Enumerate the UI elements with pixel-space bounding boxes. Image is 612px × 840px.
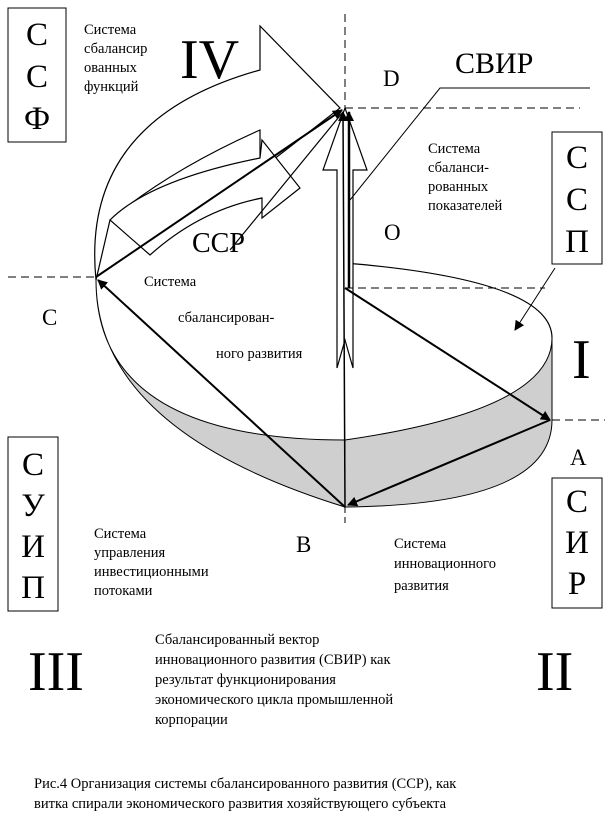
point-o: O <box>384 220 401 245</box>
box-suip-letter-3: И <box>21 529 45 565</box>
ssf-desc-3: ованных <box>84 60 138 76</box>
box-sir-letter-1: С <box>566 484 588 520</box>
ssp-desc-3: рованных <box>428 179 489 195</box>
ssf-desc-2: сбалансир <box>84 41 147 57</box>
suip-desc-2: управления <box>94 545 166 561</box>
vector-b-c <box>97 279 346 508</box>
point-b: B <box>296 532 311 557</box>
vector-desc-2: инновационного развития (СВИР) как <box>155 652 391 668</box>
ssp-desc-2: сбаланси- <box>428 160 489 176</box>
vector-diag-d <box>229 111 344 251</box>
suip-desc-1: Система <box>94 526 147 542</box>
ssp-desc-1: Система <box>428 141 481 157</box>
point-d: D <box>383 66 400 91</box>
vector-desc-3: результат функционирования <box>155 672 336 688</box>
box-sir-letter-3: Р <box>568 566 586 602</box>
box-ssp-letter-3: П <box>565 224 589 260</box>
sir-desc-2: инновационного <box>394 556 496 572</box>
vector-desc-1: Сбалансированный вектор <box>155 632 319 648</box>
caption-line-2: витка спирали экономического развития хо… <box>34 796 447 812</box>
box-suip-letter-2: У <box>21 488 45 524</box>
box-suip-letter-1: С <box>22 447 44 483</box>
ssf-desc-4: функций <box>84 79 139 95</box>
box-ssp-letter-1: С <box>566 140 588 176</box>
ssr-desc-1: Система <box>144 274 197 290</box>
suip-desc-3: инвестиционными <box>94 564 209 580</box>
vector-c-d <box>95 109 343 278</box>
vector-a-b <box>347 419 551 507</box>
ssp-desc-4: показателей <box>428 198 503 214</box>
sir-desc-3: развития <box>394 578 449 594</box>
ssr-desc-2: сбалансирован- <box>178 310 275 326</box>
box-suip-letter-4: П <box>21 570 45 606</box>
spiral-inner-arrow <box>109 138 301 256</box>
box-ssf-letter-3: Ф <box>24 101 50 137</box>
box-ssf-letter-2: С <box>26 59 48 95</box>
roman-i: I <box>572 329 591 391</box>
svir-leader <box>349 87 590 201</box>
box-sir <box>551 477 603 609</box>
ssf-desc-1: Система <box>84 22 137 38</box>
label-svir: СВИР <box>455 47 533 80</box>
disk-top-right-arc <box>344 262 553 339</box>
vector-o-a <box>344 287 551 421</box>
caption-line-1: Рис.4 Организация системы сбалансированн… <box>34 776 457 792</box>
box-ssf-letter-1: С <box>26 17 48 53</box>
roman-iii: III <box>28 641 84 703</box>
ssr-desc-3: ного развития <box>216 346 303 362</box>
roman-iv: IV <box>180 29 239 91</box>
box-ssf <box>7 7 67 143</box>
point-a: A <box>570 445 587 470</box>
box-ssp-letter-2: С <box>566 182 588 218</box>
vector-b-d <box>338 111 349 508</box>
spiral-outer-arrow <box>94 24 341 281</box>
vector-desc-5: корпорации <box>155 712 228 728</box>
roman-ii: II <box>536 641 573 703</box>
point-c: C <box>42 305 57 330</box>
suip-desc-4: потоками <box>94 583 153 599</box>
sir-desc-1: Система <box>394 536 447 552</box>
ssp-pointer <box>514 267 556 331</box>
box-suip <box>7 436 59 612</box>
vector-desc-4: экономического цикла промышленной <box>155 692 393 708</box>
box-sir-letter-2: И <box>565 525 589 561</box>
disk-side-band <box>95 279 553 508</box>
label-ssr: ССР <box>192 228 245 259</box>
box-ssp <box>551 131 603 265</box>
vertical-hollow-arrow <box>322 106 368 369</box>
